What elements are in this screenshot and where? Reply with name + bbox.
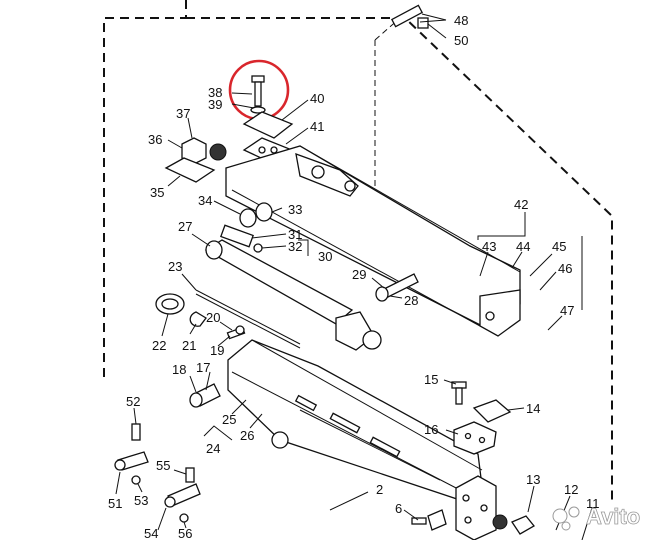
label-45: 45 [552,239,566,254]
label-24: 24 [206,441,220,456]
pin-28-29 [375,273,419,302]
plate-40 [242,111,294,139]
label-50: 50 [454,33,468,48]
rod-23 [195,289,301,349]
upper-boom [225,145,521,337]
label-46: 46 [558,261,572,276]
label-12-visible: 12 [564,482,578,497]
label-41: 41 [310,119,324,134]
label-51: 51 [108,496,122,511]
label-14: 14 [526,401,540,416]
pin-assembly-48-50 [390,4,447,39]
label-22: 22 [152,338,166,353]
label-31: 31 [288,227,302,242]
pin-54 [164,483,201,508]
label-34: 34 [198,193,212,208]
leader-lines [115,19,593,540]
label-52: 52 [126,394,140,409]
label-53: 53 [134,493,148,508]
watermark-text: Avito [586,504,640,529]
label-6: 6 [395,501,402,516]
label-36: 36 [148,132,162,147]
label-48: 48 [454,13,468,28]
clamp-22 [155,293,185,315]
label-28: 28 [404,293,418,308]
label-44: 44 [516,239,530,254]
label-38: 38 [208,85,222,100]
label-55: 55 [156,458,170,473]
label-20: 20 [206,310,220,325]
grease-cap-bottom [492,514,508,530]
label-47: 47 [560,303,574,318]
label-54: 54 [144,526,158,540]
label-43: 43 [482,239,496,254]
pin-51 [114,451,149,471]
bolt-15 [451,381,467,405]
label-37: 37 [176,106,190,121]
label-40: 40 [310,91,324,106]
plate-16 [453,421,497,455]
bolt-52 [131,423,141,441]
label-18: 18 [172,362,186,377]
bushing-17-18 [189,383,221,408]
bolt-6 [411,509,447,531]
callout-labels: 48 50 38 39 40 41 37 36 35 34 33 31 32 3… [108,13,600,540]
label-21: 21 [182,338,196,353]
label-17: 17 [196,360,210,375]
label-11: 11 [586,496,600,511]
label-23: 23 [168,259,182,274]
label-19: 19 [210,343,224,358]
label-35: 35 [150,185,164,200]
plate-14 [472,399,512,423]
label-39: 39 [208,97,222,112]
label-29: 29 [352,267,366,282]
nut-56 [179,513,189,523]
end-block-13 [455,475,535,540]
nut-53 [131,475,141,485]
watermark: Avito [552,504,641,531]
grease-cap-36 [209,143,227,161]
clip-21 [189,311,207,327]
label-33: 33 [288,202,302,217]
plate-35 [164,157,216,183]
bolt-55 [185,467,195,483]
bolt-19-20 [226,325,246,340]
label-42: 42 [514,197,528,212]
label-27: 27 [178,219,192,234]
label-25: 25 [222,412,236,427]
bushings-33-34 [239,202,273,228]
label-56: 56 [178,526,192,540]
label-30: 30 [318,249,332,264]
label-32: 32 [288,239,302,254]
label-2: 2 [376,482,383,497]
label-16: 16 [424,422,438,437]
bolt-38 [250,75,266,114]
label-13: 13 [526,472,540,487]
pin-31-32 [220,224,263,253]
block-37 [181,137,207,165]
label-15: 15 [424,372,438,387]
main-boom [227,339,483,501]
label-26: 26 [240,428,254,443]
dashed-boundary [103,0,613,500]
